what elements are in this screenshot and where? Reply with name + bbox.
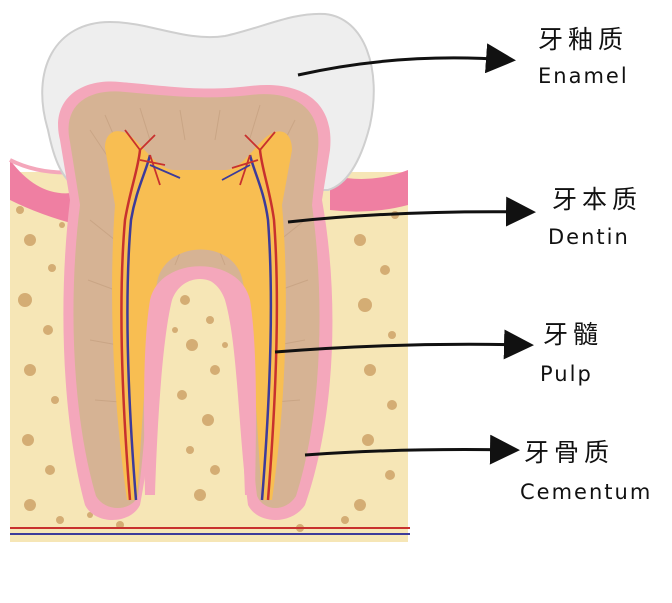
arrow-cementum bbox=[304, 434, 520, 465]
label-enamel-en: Enamel bbox=[538, 64, 629, 88]
label-enamel-cn: 牙釉质 bbox=[538, 25, 629, 54]
pointer-arrows bbox=[274, 43, 536, 465]
gum-left bbox=[10, 160, 78, 225]
pulp bbox=[105, 131, 292, 500]
label-pulp-cn: 牙髓 bbox=[543, 320, 604, 349]
gum-right bbox=[330, 170, 408, 212]
label-cementum-en: Cementum bbox=[520, 480, 653, 504]
cementum-inner bbox=[144, 266, 256, 495]
label-pulp-en: Pulp bbox=[540, 362, 593, 386]
label-dentin-cn: 牙本质 bbox=[552, 185, 643, 214]
arrow-pulp bbox=[274, 329, 534, 360]
arrow-dentin bbox=[287, 196, 536, 227]
blood-vessels bbox=[10, 129, 410, 535]
arrow-enamel bbox=[297, 43, 516, 77]
label-cementum-cn: 牙骨质 bbox=[524, 438, 615, 467]
label-dentin-en: Dentin bbox=[548, 225, 630, 249]
